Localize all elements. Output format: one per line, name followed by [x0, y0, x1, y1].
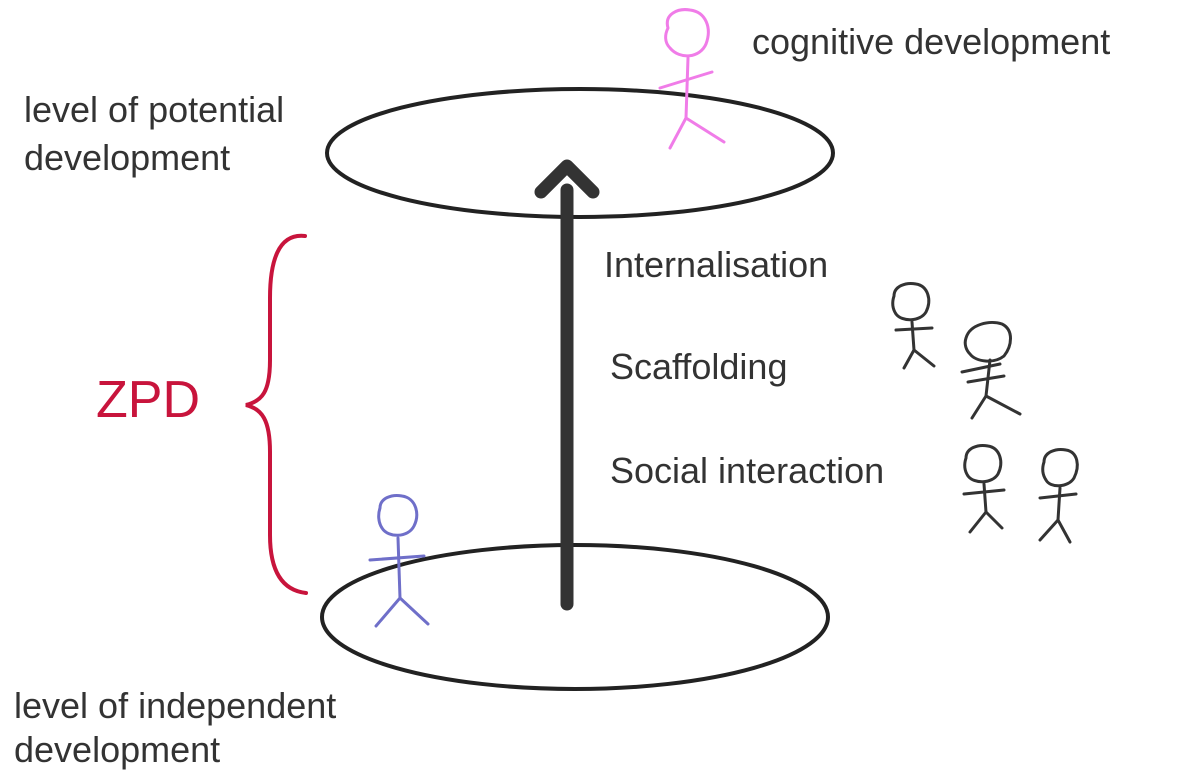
peer-figure-3-icon	[962, 444, 1006, 534]
social-interaction-label: Social interaction	[610, 450, 885, 491]
cognitive-development-label: cognitive development	[752, 21, 1111, 62]
peer-figure-1-icon	[891, 282, 936, 370]
potential-level-ellipse	[325, 87, 835, 219]
internalisation-label: Internalisation	[604, 244, 829, 285]
peer-figure-2-icon	[960, 321, 1022, 420]
potential-development-label-line1: level of potential	[24, 89, 285, 130]
peer-figure-4-icon	[1038, 448, 1079, 544]
scaffolding-label: Scaffolding	[610, 346, 788, 387]
zpd-label: ZPD	[96, 371, 200, 429]
learner-figure-icon	[368, 494, 430, 628]
development-arrow	[534, 159, 600, 611]
independent-development-label-line2: development	[14, 729, 221, 770]
cognitive-figure-icon	[658, 8, 726, 150]
zpd-brace	[245, 233, 308, 595]
potential-development-label-line2: development	[24, 137, 231, 178]
independent-development-label-line1: level of independent	[14, 685, 337, 726]
independent-level-ellipse	[320, 543, 830, 691]
